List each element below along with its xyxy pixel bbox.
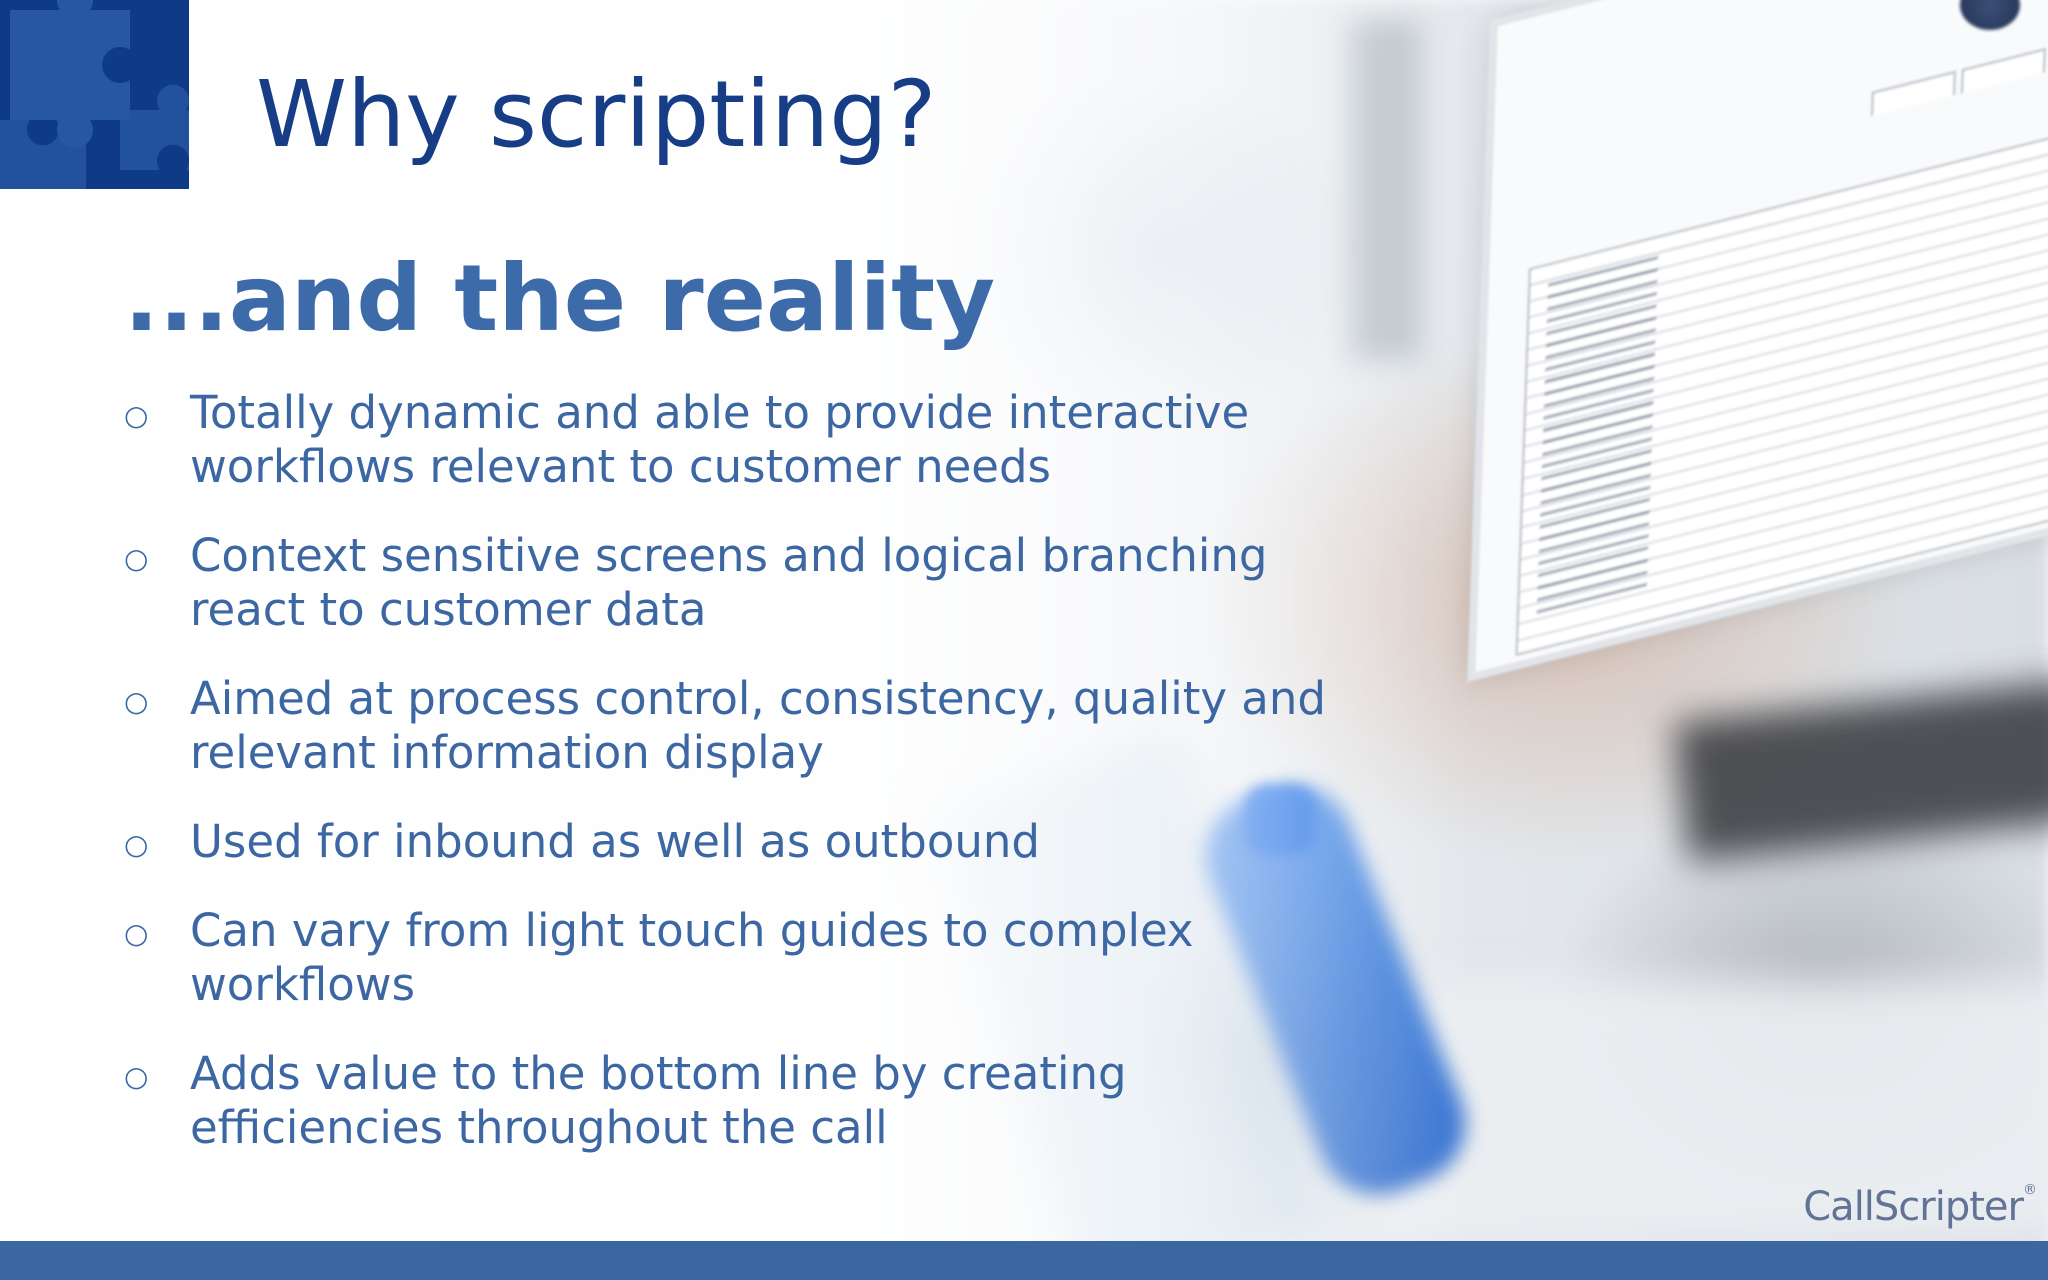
bullet-icon: ○ <box>124 1060 149 1093</box>
bullet-icon: ○ <box>124 542 149 575</box>
list-item: ○ Can vary from light touch guides to co… <box>124 904 1424 1012</box>
bullet-text: relevant information display <box>190 726 824 779</box>
list-item: ○ Totally dynamic and able to provide in… <box>124 386 1424 494</box>
bullet-text: Context sensitive screens and logical br… <box>190 529 1268 582</box>
bullet-text: Adds value to the bottom line by creatin… <box>190 1047 1127 1100</box>
bullet-text: Can vary from light touch guides to comp… <box>190 904 1194 957</box>
puzzle-pieces-icon <box>0 0 189 189</box>
bullet-icon: ○ <box>124 399 149 432</box>
bullet-icon: ○ <box>124 828 149 861</box>
bullet-icon: ○ <box>124 917 149 950</box>
bullet-text: Aimed at process control, consistency, q… <box>190 672 1326 725</box>
bullet-icon: ○ <box>124 685 149 718</box>
bullet-text: Used for inbound as well as outbound <box>190 815 1040 868</box>
bullet-text: efficiencies throughout the call <box>190 1101 888 1154</box>
list-item: ○ Context sensitive screens and logical … <box>124 529 1424 637</box>
slide-subtitle: ...and the reality <box>124 245 996 352</box>
brand-name: CallScripter <box>1803 1184 2024 1230</box>
bullet-text: Totally dynamic and able to provide inte… <box>190 386 1250 439</box>
list-item: ○ Aimed at process control, consistency,… <box>124 672 1424 780</box>
footer-bar <box>0 1241 2048 1280</box>
bullet-list: ○ Totally dynamic and able to provide in… <box>124 386 1424 1190</box>
trademark-mark: ® <box>2023 1182 2037 1198</box>
bullet-text: react to customer data <box>190 583 707 636</box>
bullet-text: workflows relevant to customer needs <box>190 440 1051 493</box>
bullet-text: workflows <box>190 958 416 1011</box>
list-item: ○ Used for inbound as well as outbound <box>124 815 1424 869</box>
slide-title: Why scripting? <box>256 61 937 168</box>
list-item: ○ Adds value to the bottom line by creat… <box>124 1047 1424 1155</box>
callscripter-logo: CallScripter® <box>1803 1182 2037 1230</box>
